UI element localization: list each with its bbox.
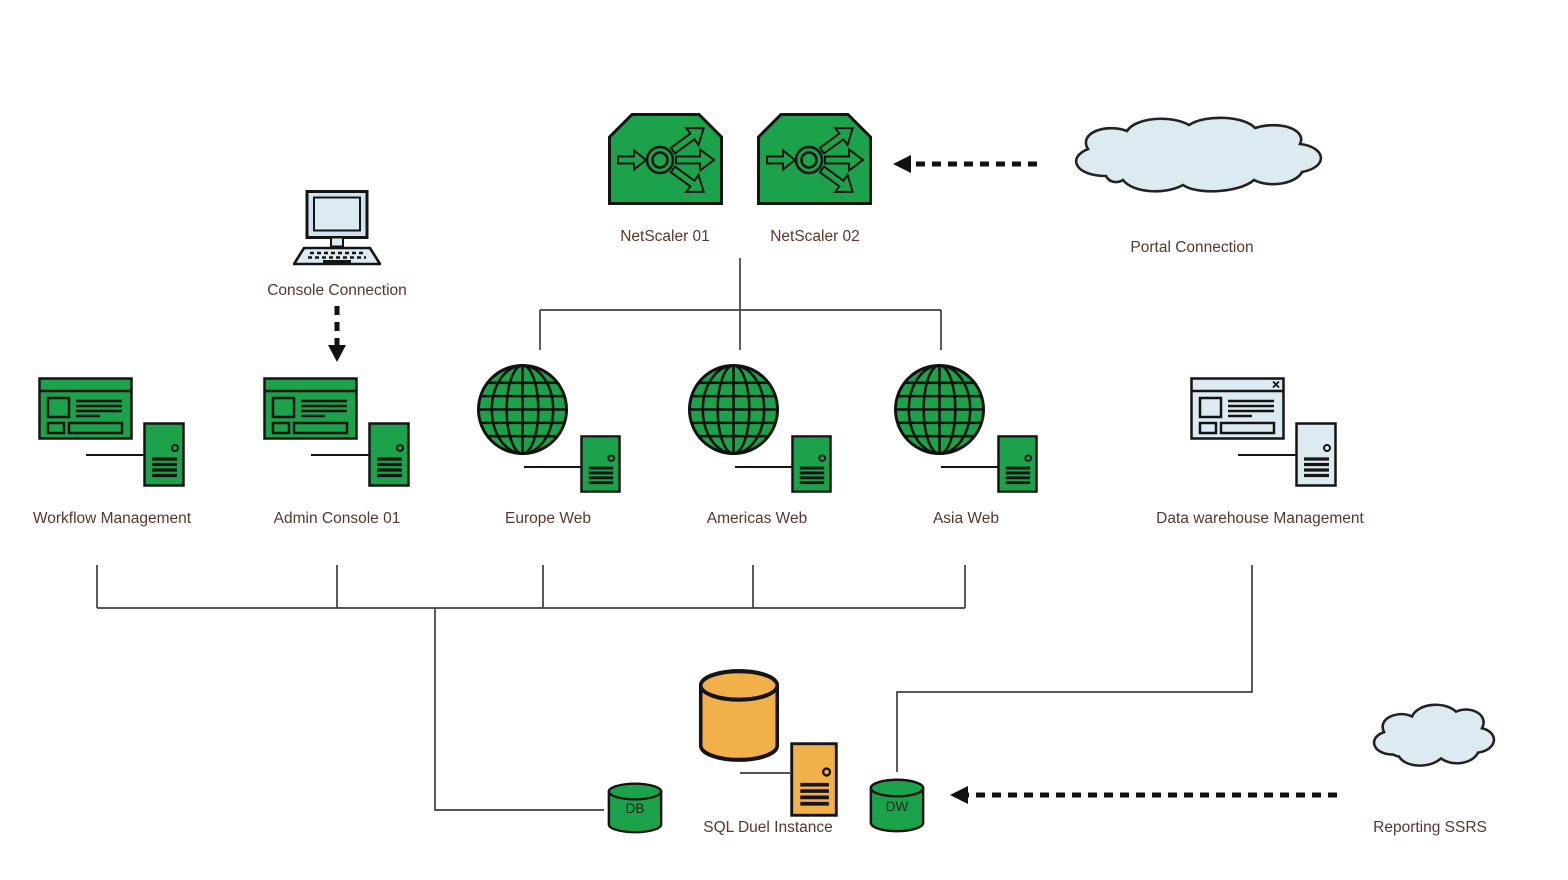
database-cylinder-icon xyxy=(698,668,780,763)
node-workflow-management-label: Workflow Management xyxy=(32,510,192,527)
node-netscaler-01 xyxy=(608,113,723,210)
node-americas-web-label: Americas Web xyxy=(706,510,808,527)
node-data-warehouse-management xyxy=(1190,377,1340,494)
cloud-icon xyxy=(1074,116,1323,193)
connector-server-row-bus xyxy=(96,565,966,609)
load-balancer-icon xyxy=(757,113,872,205)
node-netscaler-02 xyxy=(757,113,872,210)
node-americas-web xyxy=(687,363,837,500)
node-db-label: DB xyxy=(625,801,645,816)
workstation-icon xyxy=(293,190,381,266)
node-console-connection xyxy=(293,190,381,277)
app-window-server-icon xyxy=(38,377,185,487)
node-reporting-ssrs xyxy=(1360,698,1500,781)
connector-netscaler-to-web-bus xyxy=(539,258,942,350)
node-europe-web xyxy=(476,363,626,500)
node-portal-connection-label: Portal Connection xyxy=(1130,239,1254,256)
cloud-icon xyxy=(1372,703,1496,767)
app-window-server-icon xyxy=(1190,377,1337,487)
node-reporting-ssrs-label: Reporting SSRS xyxy=(1373,819,1487,836)
arrowhead-portal xyxy=(893,155,911,173)
app-window-server-icon xyxy=(263,377,410,487)
node-admin-console-01-label: Admin Console 01 xyxy=(273,510,401,527)
node-data-warehouse-management-label: Data warehouse Management xyxy=(1156,510,1364,527)
globe-server-icon xyxy=(476,363,621,493)
globe-server-icon xyxy=(687,363,832,493)
node-console-connection-label: Console Connection xyxy=(267,282,407,299)
connector-dwm-to-dw xyxy=(896,565,1253,772)
node-asia-web-label: Asia Web xyxy=(932,510,1000,527)
connector-bus-to-db xyxy=(434,608,604,811)
node-sql-duel-instance-server xyxy=(790,742,838,822)
arrowhead-reporting xyxy=(950,786,968,804)
arrowhead-console xyxy=(328,345,346,362)
node-asia-web xyxy=(893,363,1043,500)
node-netscaler-02-label: NetScaler 02 xyxy=(770,228,860,245)
server-icon xyxy=(790,742,838,817)
node-netscaler-01-label: NetScaler 01 xyxy=(620,228,710,245)
node-europe-web-label: Europe Web xyxy=(505,510,591,527)
load-balancer-icon xyxy=(608,113,723,205)
node-sql-duel-instance xyxy=(698,668,780,768)
node-admin-console-01 xyxy=(263,377,413,494)
node-portal-connection xyxy=(1048,114,1338,207)
node-workflow-management xyxy=(38,377,188,494)
node-dw-label: DW xyxy=(885,799,909,814)
node-sql-duel-instance-label: SQL Duel Instance xyxy=(703,819,833,836)
globe-server-icon xyxy=(893,363,1038,493)
